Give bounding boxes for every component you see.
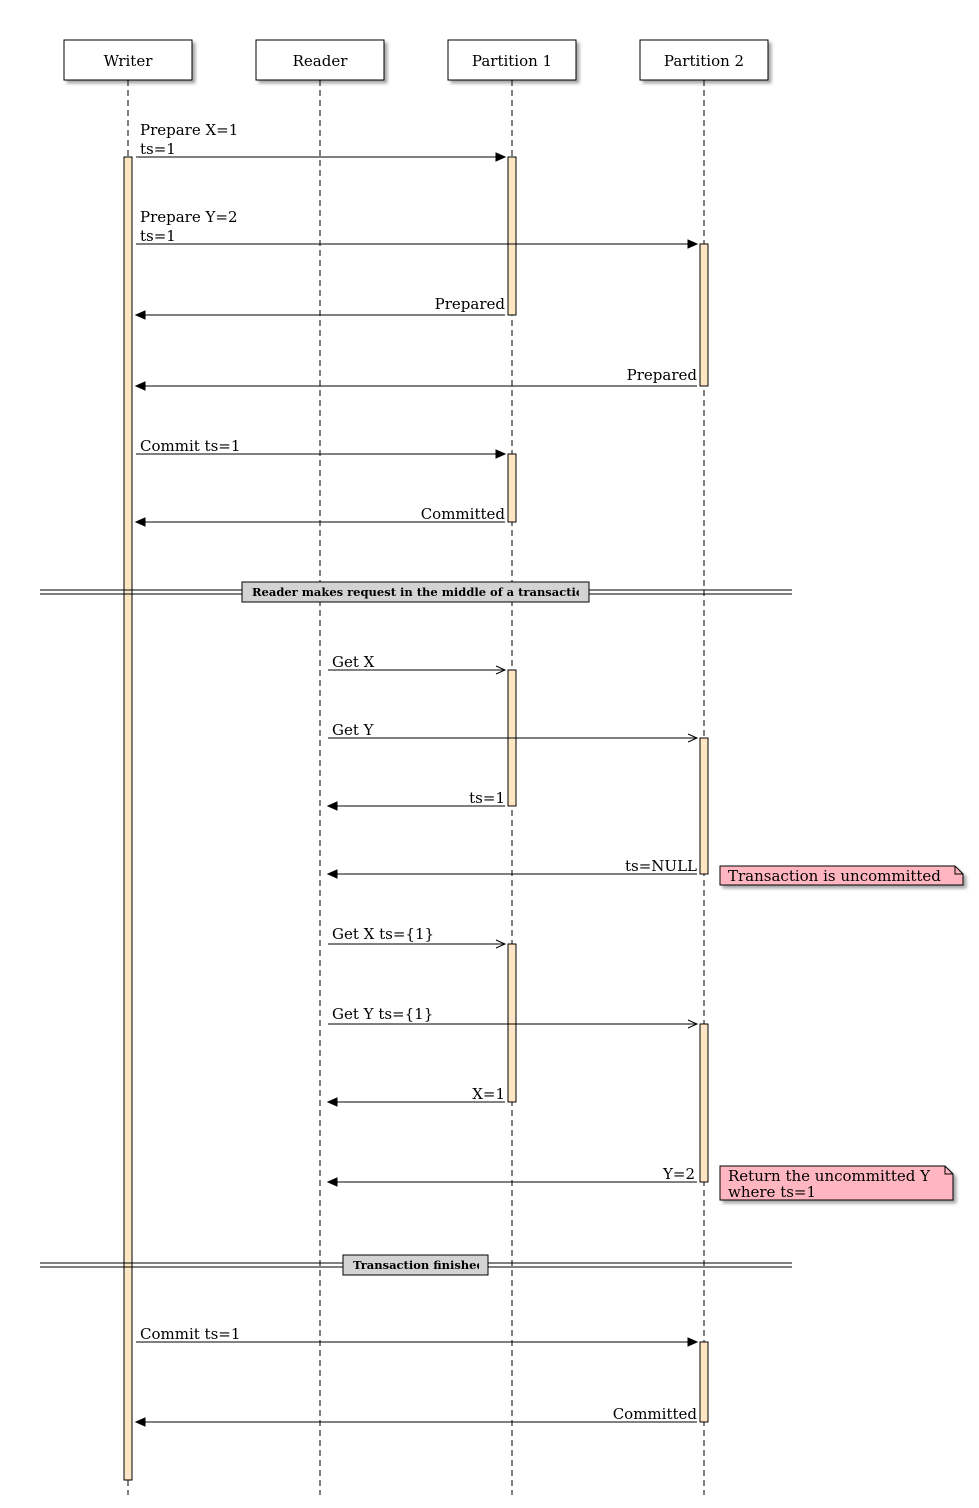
actor-partition-1: Partition 1 — [447, 39, 577, 81]
message-label: Prepared — [627, 366, 698, 384]
note-return-uncommitted — [719, 1165, 954, 1201]
actor-label: Writer — [104, 52, 154, 70]
arrowhead-icon — [326, 1177, 338, 1187]
message-label: Get Y — [332, 721, 375, 739]
actor-label: Reader — [293, 52, 349, 70]
arrowhead-icon — [495, 449, 507, 459]
arrowhead-icon — [687, 239, 699, 249]
message-arrow: Prepare X=1 ts=1 — [136, 121, 507, 162]
message-arrow: Get X — [328, 653, 507, 675]
message-label: Get X ts={1} — [332, 925, 434, 943]
message-label: Prepared — [435, 295, 506, 313]
divider-mid-transaction: Reader makes request in the middle of a … — [40, 581, 792, 603]
lifelines — [127, 80, 705, 1495]
activation-writer — [123, 156, 133, 1481]
open-arrowhead-icon — [687, 733, 699, 743]
message-arrow: Prepared — [134, 366, 698, 391]
activation-partition-2 — [699, 1023, 709, 1183]
activation-partition-1 — [507, 156, 517, 316]
arrowhead-icon — [134, 517, 146, 527]
arrowhead-icon — [134, 381, 146, 391]
message-label: X=1 — [472, 1085, 505, 1103]
arrowhead-icon — [326, 801, 338, 811]
divider-transaction-finished: Transaction finished — [40, 1254, 792, 1276]
message-arrow: X=1 — [326, 1085, 505, 1107]
actor-label: Partition 1 — [472, 52, 552, 70]
arrowhead-icon — [495, 152, 507, 162]
messages: Prepare X=1 ts=1 Prepare Y=2 ts=1 Prepar… — [134, 121, 699, 1427]
message-label: Y=2 — [662, 1165, 695, 1183]
activation-partition-2 — [699, 1341, 709, 1423]
message-label: Commit ts=1 — [140, 1325, 240, 1343]
arrowhead-icon — [134, 310, 146, 320]
message-arrow: Get Y ts={1} — [328, 1005, 699, 1029]
note-uncommitted — [719, 865, 964, 886]
activations — [123, 156, 709, 1481]
note-label: Transaction is uncommitted — [728, 867, 941, 885]
message-label: ts=1 — [140, 140, 176, 158]
arrowhead-icon — [326, 1097, 338, 1107]
divider-label: Transaction finished — [353, 1258, 485, 1272]
actor-partition-2: Partition 2 — [639, 39, 769, 81]
message-label: Commit ts=1 — [140, 437, 240, 455]
open-arrowhead-icon — [495, 665, 507, 675]
message-label: Prepare Y=2 — [140, 208, 238, 226]
message-arrow: Committed — [134, 505, 506, 527]
message-arrow: Y=2 — [326, 1165, 697, 1187]
message-label: Prepare X=1 — [140, 121, 238, 139]
message-label: Get X — [332, 653, 375, 671]
message-arrow: Prepare Y=2 ts=1 — [136, 208, 699, 249]
activation-partition-1 — [507, 943, 517, 1103]
message-arrow: Get Y — [328, 721, 699, 743]
message-label: Committed — [613, 1405, 698, 1423]
actor-reader: Reader — [255, 39, 385, 81]
activation-partition-2 — [699, 243, 709, 387]
message-arrow: ts=1 — [326, 789, 505, 811]
message-arrow: Prepared — [134, 295, 506, 320]
message-label: Get Y ts={1} — [332, 1005, 433, 1023]
note-label: Return the uncommitted Y — [728, 1167, 931, 1185]
message-arrow: Get X ts={1} — [328, 925, 507, 949]
message-arrow: Commit ts=1 — [136, 437, 507, 459]
activation-partition-1 — [507, 453, 517, 523]
message-label: ts=NULL — [625, 857, 697, 875]
open-arrowhead-icon — [495, 939, 507, 949]
message-label: Committed — [421, 505, 506, 523]
open-arrowhead-icon — [687, 1019, 699, 1029]
message-label: ts=1 — [469, 789, 505, 807]
message-label: ts=1 — [140, 227, 176, 245]
actor-label: Partition 2 — [664, 52, 744, 70]
note-label: where ts=1 — [728, 1183, 816, 1201]
arrowhead-icon — [134, 1417, 146, 1427]
activation-partition-2 — [699, 737, 709, 875]
actor-writer: Writer — [63, 39, 193, 81]
message-arrow: ts=NULL — [326, 857, 697, 879]
message-arrow: Committed — [134, 1405, 698, 1427]
arrowhead-icon — [687, 1337, 699, 1347]
divider-label: Reader makes request in the middle of a … — [252, 585, 593, 599]
arrowhead-icon — [326, 869, 338, 879]
message-arrow: Commit ts=1 — [136, 1325, 699, 1347]
